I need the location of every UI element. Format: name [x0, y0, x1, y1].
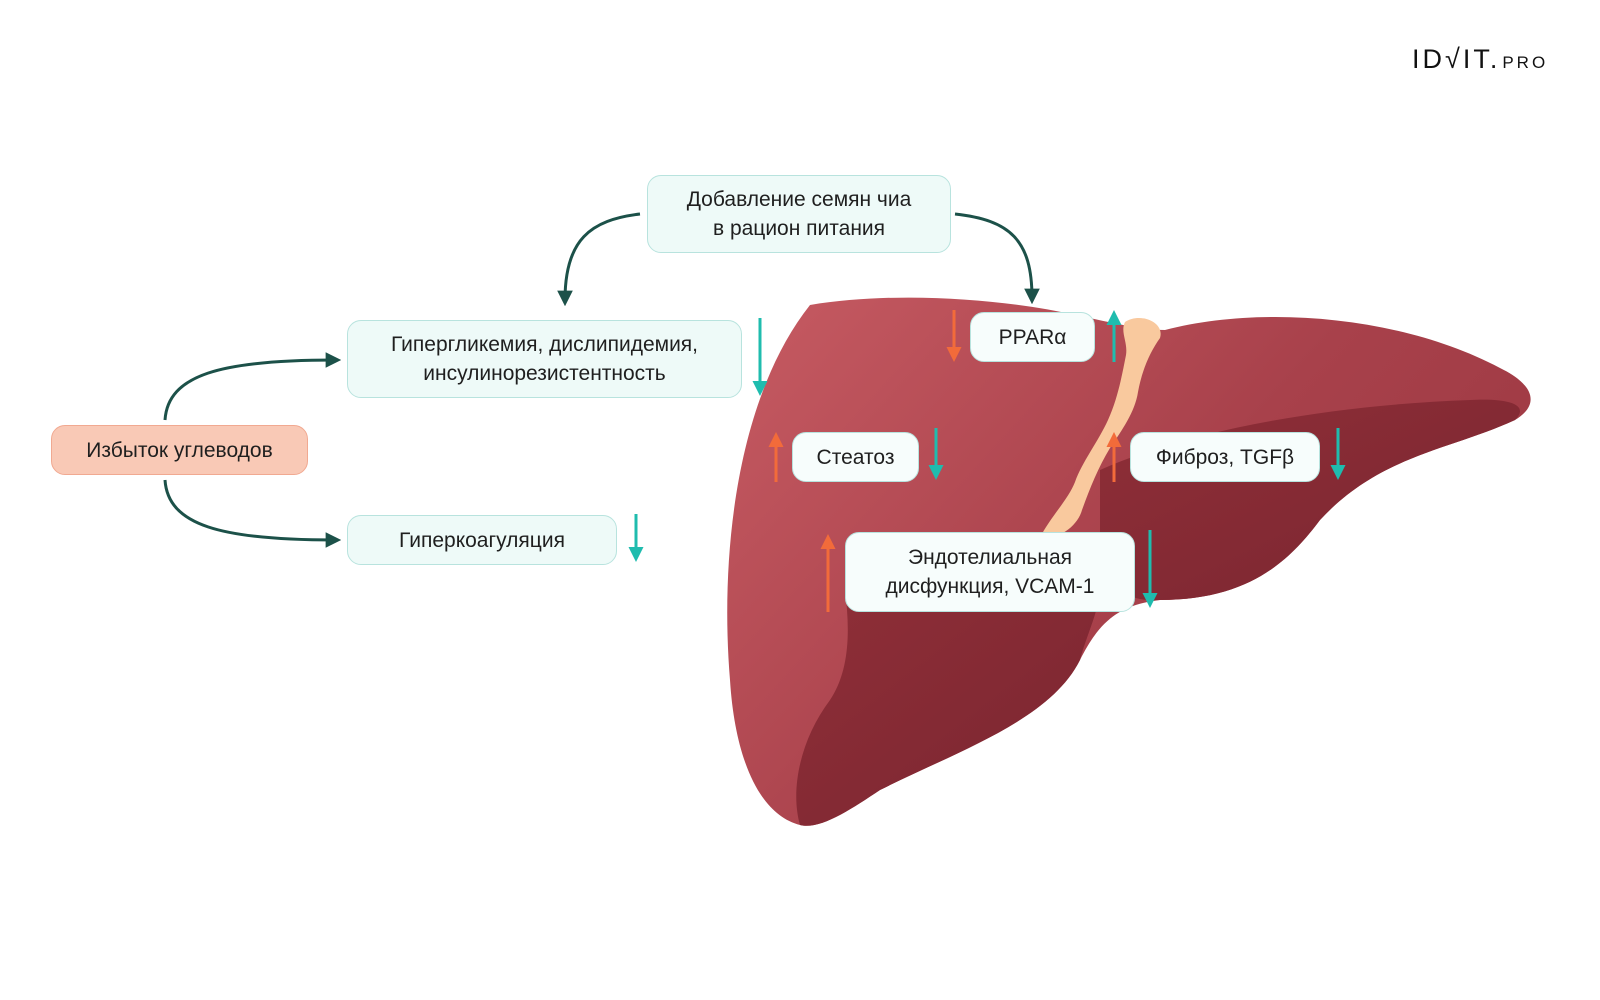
logo-main: ID√IT. [1412, 44, 1501, 74]
node-hypercoag-label: Гиперкоагуляция [399, 528, 565, 552]
connector-chia-to-hyperglycemia [557, 212, 641, 307]
node-hyperglycemia-line1: Гипергликемия, дислипидемия, [390, 333, 699, 356]
node-chia-line2: в рацион питания [712, 217, 886, 240]
node-endothelial-line1: Эндотелиальная [907, 546, 1073, 569]
node-excess-label: Избыток углеводов [86, 438, 273, 462]
idvit-logo: ID√IT. PRO [1412, 44, 1548, 78]
node-hyperglycemia: Гипергликемия, дислипидемия, инсулинорез… [347, 320, 742, 398]
node-steatosis-label: Стеатоз [816, 445, 895, 469]
connector-chia-to-liver [954, 212, 1040, 305]
logo-suffix: PRO [1502, 53, 1549, 72]
node-fibrosis: Фиброз, TGFβ [1130, 432, 1320, 482]
node-chia: Добавление семян чиа в рацион питания [647, 175, 951, 253]
node-steatosis: Стеатоз [792, 432, 919, 482]
connector-excess-to-hyperglycemia [163, 352, 342, 421]
node-endothelial: Эндотелиальная дисфункция, VCAM-1 [845, 532, 1135, 612]
node-hyperglycemia-line2: инсулинорезистентность [423, 362, 666, 385]
node-ppar-label: PPARα [998, 325, 1067, 349]
node-ppar: PPARα [970, 312, 1095, 362]
node-endothelial-line2: дисфункция, VCAM-1 [885, 575, 1095, 598]
node-hypercoagulation: Гиперкоагуляция [347, 515, 617, 565]
connector-excess-to-hypercoag [163, 479, 342, 548]
node-excess-carbs: Избыток углеводов [51, 425, 308, 475]
liver-left-lobe-shadow [796, 590, 1100, 826]
node-chia-line1: Добавление семян чиа [686, 188, 912, 211]
node-fibrosis-label: Фиброз, TGFβ [1155, 445, 1295, 469]
falciform-ligament [1040, 317, 1161, 539]
